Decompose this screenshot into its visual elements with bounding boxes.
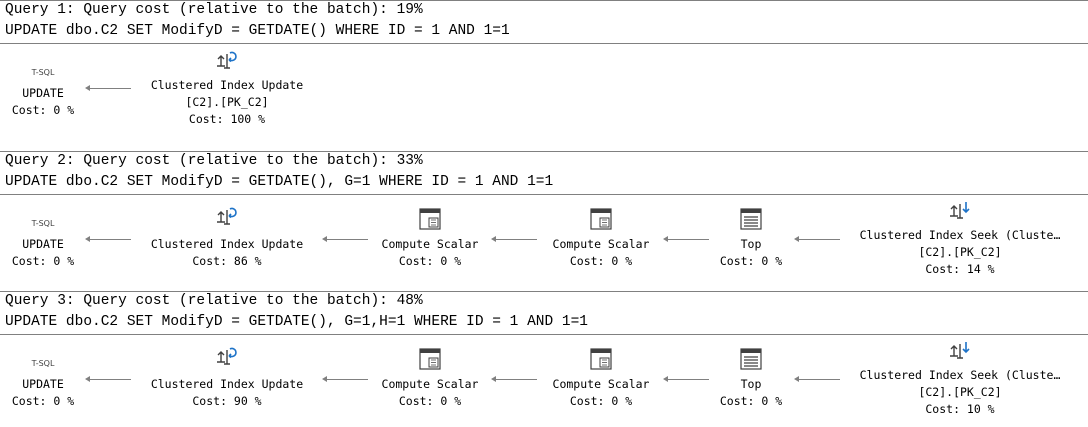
- compute-scalar-icon: [418, 348, 442, 375]
- q3-cs1-cost: Cost: 0 %: [398, 394, 462, 408]
- q2-clustered-index-seek-node[interactable]: Clustered Index Seek (Cluste… [C2].[PK_C…: [840, 200, 1080, 280]
- q3-arrow-5: [794, 376, 840, 382]
- query-2-sql: UPDATE dbo.C2 SET ModifyD = GETDATE(), G…: [5, 174, 554, 190]
- q2-top-cost: Cost: 0 %: [719, 254, 783, 268]
- q3-compute-scalar-node-2[interactable]: Compute Scalar Cost: 0 %: [540, 346, 662, 410]
- q2-update-cost: Cost: 0 %: [11, 254, 75, 268]
- clustered-index-seek-icon: [947, 340, 973, 367]
- top-icon: [739, 348, 763, 375]
- q2-update-node[interactable]: T-SQL UPDATE Cost: 0 %: [5, 211, 81, 271]
- q3-cs1-name: Compute Scalar: [381, 377, 479, 391]
- compute-scalar-icon: [589, 208, 613, 235]
- q1-update-node[interactable]: T-SQL UPDATE Cost: 0 %: [5, 60, 81, 120]
- q1-update-name: UPDATE: [22, 86, 64, 100]
- q2-seek-cost: Cost: 14 %: [925, 262, 995, 276]
- q3-compute-scalar-node-1[interactable]: Compute Scalar Cost: 0 %: [369, 346, 491, 410]
- q3-update-name: UPDATE: [22, 377, 64, 391]
- q2-clustered-index-update-node[interactable]: Clustered Index Update Cost: 86 %: [132, 206, 322, 270]
- clustered-index-update-icon: [214, 346, 240, 373]
- q3-ciu-cost: Cost: 90 %: [192, 394, 262, 408]
- q2-ciu-cost: Cost: 86 %: [192, 254, 262, 268]
- tsql-icon: T-SQL: [31, 359, 55, 368]
- q2-seek-name: Clustered Index Seek (Cluste…: [859, 228, 1061, 242]
- q3-clustered-index-update-node[interactable]: Clustered Index Update Cost: 90 %: [132, 346, 322, 410]
- query-3-sql: UPDATE dbo.C2 SET ModifyD = GETDATE(), G…: [5, 314, 588, 330]
- q2-arrow-3: [491, 236, 537, 242]
- q2-cs1-name: Compute Scalar: [381, 237, 479, 251]
- top-icon: [739, 208, 763, 235]
- compute-scalar-icon: [418, 208, 442, 235]
- q3-seek-cost: Cost: 10 %: [925, 402, 995, 416]
- query-3-title: Query 3: Query cost (relative to the bat…: [5, 293, 423, 309]
- q3-ciu-name: Clustered Index Update: [150, 377, 304, 391]
- q1-ciu-object: [C2].[PK_C2]: [185, 95, 269, 109]
- q3-cs2-cost: Cost: 0 %: [569, 394, 633, 408]
- q1-ciu-name: Clustered Index Update: [150, 78, 304, 92]
- q2-cs2-cost: Cost: 0 %: [569, 254, 633, 268]
- q2-top-name: Top: [740, 237, 762, 251]
- q3-arrow-2: [322, 376, 368, 382]
- tsql-icon: T-SQL: [31, 68, 55, 77]
- q3-arrow-4: [663, 376, 709, 382]
- query-1-sql: UPDATE dbo.C2 SET ModifyD = GETDATE() WH…: [5, 23, 510, 39]
- q2-arrow-2: [322, 236, 368, 242]
- compute-scalar-icon: [589, 348, 613, 375]
- q3-clustered-index-seek-node[interactable]: Clustered Index Seek (Cluste… [C2].[PK_C…: [840, 340, 1080, 420]
- q3-arrow-1: [85, 376, 131, 382]
- q2-seek-object: [C2].[PK_C2]: [918, 245, 1002, 259]
- query-1-title: Query 1: Query cost (relative to the bat…: [5, 2, 423, 18]
- query-2-title: Query 2: Query cost (relative to the bat…: [5, 153, 423, 169]
- tsql-icon: T-SQL: [31, 219, 55, 228]
- clustered-index-update-icon: [214, 50, 240, 77]
- q3-update-node[interactable]: T-SQL UPDATE Cost: 0 %: [5, 351, 81, 411]
- q2-update-name: UPDATE: [22, 237, 64, 251]
- q2-ciu-name: Clustered Index Update: [150, 237, 304, 251]
- clustered-index-update-icon: [214, 206, 240, 233]
- q2-compute-scalar-node-2[interactable]: Compute Scalar Cost: 0 %: [540, 206, 662, 270]
- q2-top-node[interactable]: Top Cost: 0 %: [710, 206, 792, 270]
- q3-top-cost: Cost: 0 %: [719, 394, 783, 408]
- q3-update-cost: Cost: 0 %: [11, 394, 75, 408]
- q3-seek-object: [C2].[PK_C2]: [918, 385, 1002, 399]
- q3-top-node[interactable]: Top Cost: 0 %: [710, 346, 792, 410]
- q3-arrow-3: [491, 376, 537, 382]
- clustered-index-seek-icon: [947, 200, 973, 227]
- query-3-header: Query 3: Query cost (relative to the bat…: [0, 291, 1088, 335]
- q1-clustered-index-update-node[interactable]: Clustered Index Update [C2].[PK_C2] Cost…: [132, 50, 322, 130]
- query-2-header: Query 2: Query cost (relative to the bat…: [0, 151, 1088, 195]
- q2-cs1-cost: Cost: 0 %: [398, 254, 462, 268]
- q3-cs2-name: Compute Scalar: [552, 377, 650, 391]
- q2-arrow-5: [794, 236, 840, 242]
- q2-cs2-name: Compute Scalar: [552, 237, 650, 251]
- q1-arrow-1: [85, 85, 131, 91]
- q3-seek-name: Clustered Index Seek (Cluste…: [859, 368, 1061, 382]
- q3-top-name: Top: [740, 377, 762, 391]
- q1-update-cost: Cost: 0 %: [11, 103, 75, 117]
- query-1-header: Query 1: Query cost (relative to the bat…: [0, 0, 1088, 44]
- q2-arrow-1: [85, 236, 131, 242]
- q2-compute-scalar-node-1[interactable]: Compute Scalar Cost: 0 %: [369, 206, 491, 270]
- q2-arrow-4: [663, 236, 709, 242]
- q1-ciu-cost: Cost: 100 %: [188, 112, 266, 126]
